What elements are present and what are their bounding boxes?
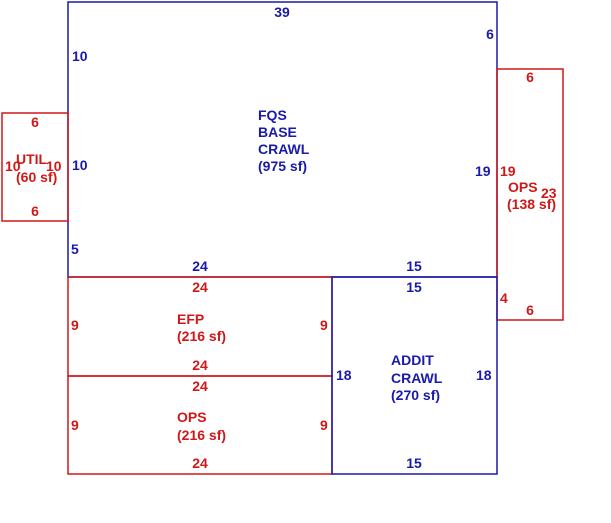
ops-right-dim-bottom: 6: [526, 302, 534, 318]
fqs-dim-left-lower: 5: [71, 241, 79, 257]
fqs-room-name-line-1: FQS: [258, 107, 287, 123]
ops-right-dim-right: 23: [541, 185, 557, 201]
util-dim-top: 6: [31, 114, 39, 130]
addit-dim-top: 15: [406, 279, 422, 295]
efp-dim-left: 9: [71, 317, 79, 333]
ops-bottom-dim-top: 24: [192, 378, 208, 394]
util-dim-bottom: 6: [31, 203, 39, 219]
ops-bottom-dim-right: 9: [320, 417, 328, 433]
fqs-dim-right-mid: 19: [475, 163, 491, 179]
addit-dim-bottom: 15: [406, 455, 422, 471]
fqs-dim-bottom-right: 15: [406, 258, 422, 274]
ops-right-dim-left: 19: [500, 163, 516, 179]
ops-bottom-dim-bottom: 24: [192, 455, 208, 471]
addit-dim-left: 18: [336, 367, 352, 383]
efp-room: 24 9 9 EFP (216 sf) 24: [71, 279, 328, 373]
ops-right-dim-bottom-left: 4: [500, 290, 508, 306]
ops-right-room-area: (138 sf): [507, 196, 556, 212]
ops-bottom-room: 24 OPS 9 9 (216 sf) 24: [71, 378, 328, 471]
fqs-room-area: (975 sf): [258, 158, 307, 174]
addit-dim-right: 18: [476, 367, 492, 383]
ops-bottom-room-area: (216 sf): [177, 427, 226, 443]
addit-crawl-outline: [331, 276, 498, 475]
addit-crawl-room: 15 18 18 ADDIT CRAWL (270 sf) 15: [336, 279, 492, 471]
addit-room-area: (270 sf): [391, 387, 440, 403]
fqs-room-name-line-2: BASE: [258, 124, 297, 140]
efp-dim-top: 24: [192, 279, 208, 295]
util-outline: [1, 112, 69, 222]
util-room-name: UTIL: [16, 151, 48, 167]
efp-dim-bottom: 24: [192, 357, 208, 373]
util-room-area: (60 sf): [16, 169, 57, 185]
fqs-dim-left-mid: 10: [72, 157, 88, 173]
addit-room-name-line-2: CRAWL: [391, 370, 443, 386]
addit-room-name-line-1: ADDIT: [391, 352, 434, 368]
util-dim-left: 10: [5, 158, 21, 174]
fqs-dim-right-top: 6: [486, 26, 494, 42]
ops-bottom-room-name: OPS: [177, 409, 207, 425]
fqs-base-crawl-room: 39 6 10 10 5 24 15 19 FQS BASE CRAWL (97…: [71, 4, 494, 274]
fqs-room-name-line-3: CRAWL: [258, 141, 310, 157]
efp-room-area: (216 sf): [177, 328, 226, 344]
efp-dim-right: 9: [320, 317, 328, 333]
ops-right-room-name: OPS: [508, 179, 538, 195]
fqs-dim-top: 39: [274, 4, 290, 20]
ops-right-outline: [496, 68, 564, 321]
util-dim-right: 10: [46, 158, 62, 174]
efp-room-name: EFP: [177, 311, 204, 327]
ops-right-room: 6 19 OPS 23 (138 sf) 4 6: [500, 69, 557, 318]
fqs-dim-left-upper: 10: [72, 48, 88, 64]
fqs-dim-bottom-left: 24: [192, 258, 208, 274]
ops-right-dim-top: 6: [526, 69, 534, 85]
util-room: 6 6 10 UTIL 10 (60 sf): [5, 114, 62, 219]
ops-bottom-dim-left: 9: [71, 417, 79, 433]
